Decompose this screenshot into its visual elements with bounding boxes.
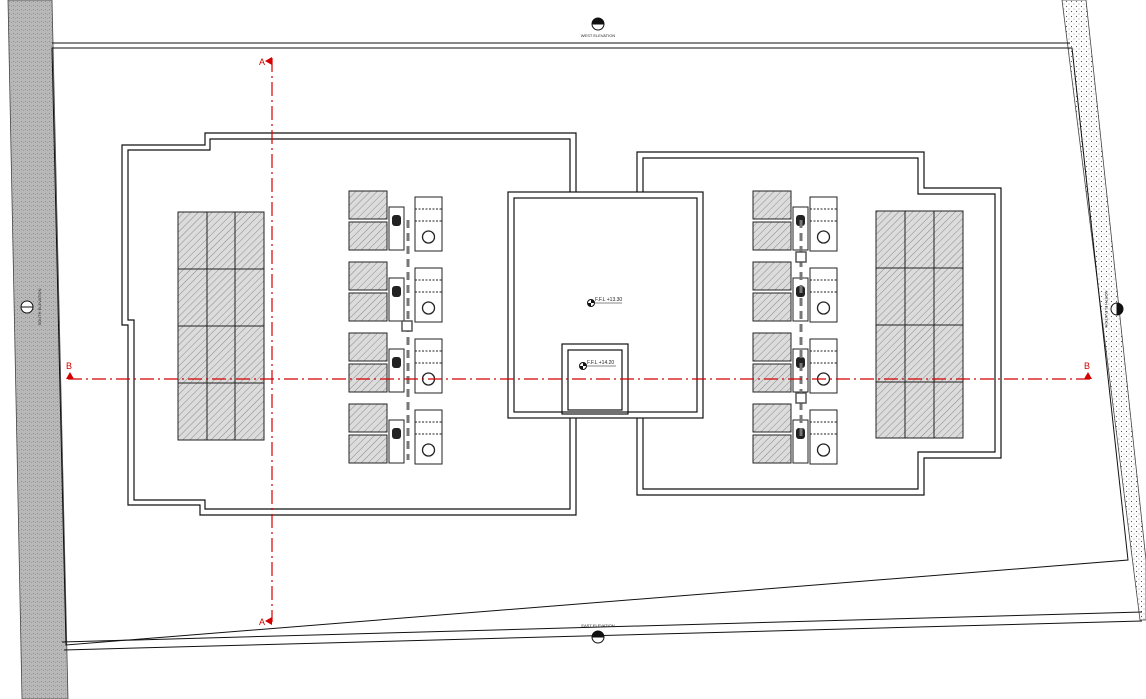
solar-array-right [875,210,964,439]
equipment-unit [348,261,443,323]
section-b-label-left: B [66,361,72,371]
equipment-unit [752,332,838,394]
equipment-unit [752,403,838,465]
right-building-inner [642,157,996,490]
section-a-label-bottom: A [259,617,265,627]
solar-array-left [177,211,265,441]
left-building-outer [121,132,577,516]
elevation-marker-south [591,630,605,644]
equipment-unit [348,190,443,252]
section-b-label-right: B [1084,361,1090,371]
sidewalk-strip [1061,0,1146,621]
elevation-marker-west [20,300,34,314]
core-outer [507,191,704,419]
elevation-label-east: NORTH ELEVATION [1104,290,1109,327]
equipment-unit [348,403,443,465]
section-a-arrow-top [265,57,272,65]
level-label-lower: F.F.L +14.20 [587,360,614,366]
elevation-label-west: SOUTH ELEVATION [37,288,42,325]
left-building-inner [127,138,571,510]
right-building-outer [636,151,1002,496]
equipment-unit [752,190,838,252]
section-a-arrow-bottom [265,617,272,625]
equipment-cluster-right [752,190,838,465]
road-strip [7,0,69,699]
core-inner [513,197,698,413]
section-b-arrow-left [66,372,74,379]
boundary-bottom-outer [61,611,1143,643]
level-label-upper: F.F.L +13.30 [595,297,622,303]
equipment-cluster-left [348,190,443,465]
plot-outline [51,47,1129,646]
section-b-arrow-right [1084,372,1092,379]
elevation-marker-north [591,17,605,31]
equipment-unit [752,261,838,323]
equipment-unit [348,332,443,394]
section-a-label-top: A [259,57,265,67]
elevation-label-south: EAST ELEVATION [581,623,614,628]
stair-box-inner [567,349,623,411]
level-marker-lower [579,362,616,370]
elevation-label-north: WEST ELEVATION [581,33,616,38]
elevation-marker-east [1110,302,1124,316]
level-marker-upper [587,299,622,307]
